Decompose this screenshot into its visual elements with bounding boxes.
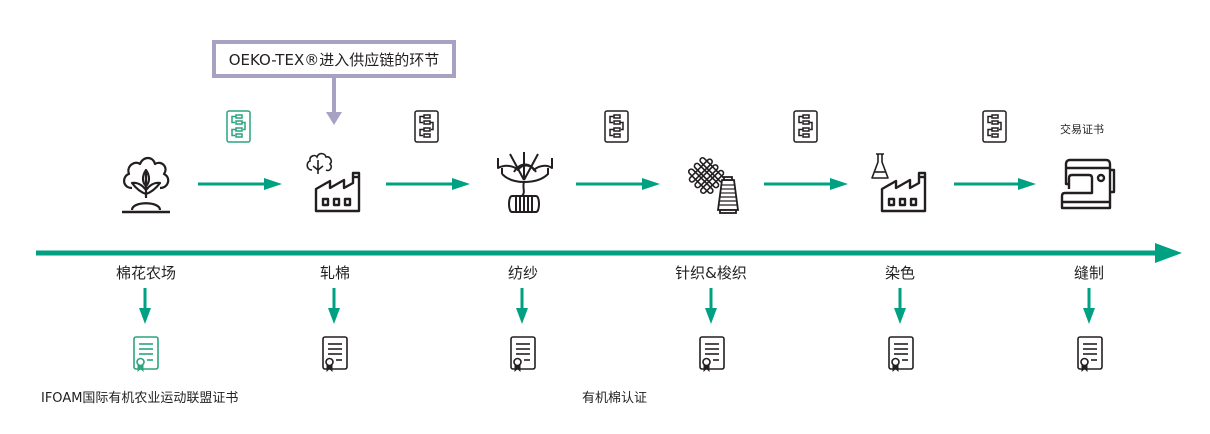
certificate-icon [888,336,914,372]
ifoam-certificate-label: IFOAM国际有机农业运动联盟证书 [41,391,239,406]
transaction-doc-icon [226,110,251,143]
stage-label-knit-weave: 针织&梭织 [675,264,747,282]
stage-label-sewing: 缝制 [1073,264,1104,282]
transaction-doc-icon [414,110,439,143]
down-arrow-1 [139,288,151,324]
down-arrow-4 [705,288,717,324]
certificate-icon [1077,336,1103,372]
process-arrow-1 [198,178,282,190]
down-arrow-3 [516,288,528,324]
timeline-arrow [36,243,1182,263]
sewing-machine-icon [1060,158,1116,210]
ginning-factory-icon [306,152,361,213]
trade-certificate-label: 交易证书 [1060,123,1104,136]
spinning-yarn-icon [497,152,553,213]
knit-weave-icon [687,157,740,214]
process-arrow-4 [764,178,848,190]
transaction-doc-icon [982,110,1007,143]
callout-arrow [326,78,342,125]
organic-cotton-certificate-label: 有机棉认证 [582,391,648,406]
transaction-doc-icon [604,110,629,143]
down-arrow-2 [328,288,340,324]
process-arrow-2 [386,178,470,190]
dyeing-factory-icon [871,153,927,213]
process-arrow-5 [954,178,1036,190]
down-arrow-5 [894,288,906,324]
down-arrow-6 [1083,288,1095,324]
callout-text: OEKO-TEX®进入供应链的环节 [228,50,440,69]
stage-label-spinning: 纺纱 [507,264,538,282]
stage-label-dyeing: 染色 [884,264,915,282]
certificate-icon [510,336,536,372]
cotton-plant-icon [122,156,170,214]
stage-label-ginning: 轧棉 [319,264,350,282]
certificate-icon [133,336,159,372]
certificate-icon [699,336,725,372]
stage-label-cotton-farm: 棉花农场 [115,264,176,282]
certificate-icon [322,336,348,372]
transaction-doc-icon [793,110,818,143]
oeko-tex-callout: OEKO-TEX®进入供应链的环节 [212,40,456,78]
process-arrow-3 [576,178,660,190]
